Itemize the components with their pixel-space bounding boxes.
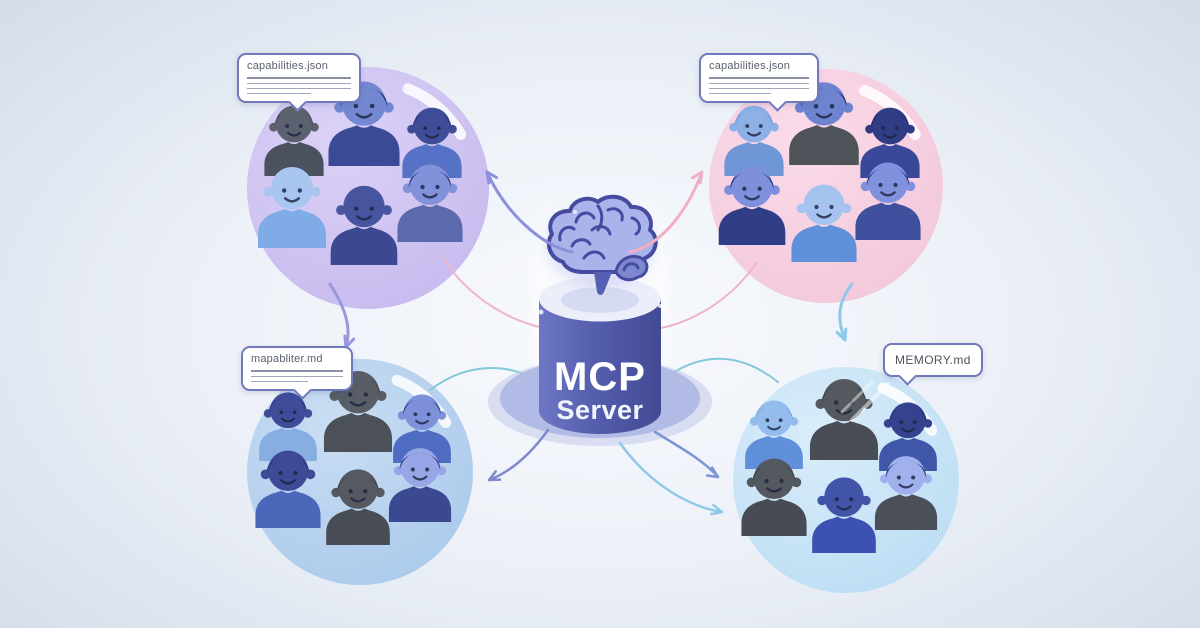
- bubble-top-right-label: capabilities.json: [709, 60, 791, 72]
- sparkle-dot: [573, 210, 577, 214]
- bubble-bottom-left: mapabliter.md: [241, 346, 353, 400]
- ruled-line: [247, 88, 351, 89]
- connector-arrow: [485, 170, 574, 254]
- agent-group-bottom-left: [247, 359, 473, 585]
- arrowhead: [691, 170, 704, 185]
- person-avatar: [397, 164, 463, 242]
- arrowhead: [485, 170, 499, 185]
- person-avatar: [791, 184, 857, 262]
- connector-arrow: [628, 170, 704, 254]
- agent-group-bottom-right: [733, 367, 959, 593]
- brain-icon: [546, 194, 658, 295]
- connector-arrow: [487, 428, 550, 482]
- person-avatar: [874, 456, 938, 530]
- arrowhead: [709, 503, 724, 516]
- streak-line: [840, 380, 874, 414]
- connector-arrow: [838, 282, 854, 342]
- person-avatar: [264, 105, 324, 176]
- connector-arrow: [618, 441, 724, 514]
- server-body: [539, 299, 661, 434]
- person-avatar: [388, 448, 452, 522]
- arrowhead: [705, 466, 720, 479]
- ruled-line: [251, 376, 343, 377]
- person-avatar: [855, 162, 921, 240]
- ruled-line: [251, 370, 343, 372]
- person-avatar: [741, 458, 807, 536]
- server-subtitle: Server: [556, 395, 643, 425]
- mcp-server-cylinder: MCP Server: [488, 194, 712, 446]
- server-top-inner: [561, 287, 639, 313]
- person-avatar: [330, 185, 398, 265]
- person-avatar: [259, 392, 317, 461]
- connector-arrow: [649, 261, 758, 331]
- streak-line: [850, 382, 890, 422]
- person-avatar: [724, 105, 784, 176]
- person-avatar: [326, 469, 390, 545]
- ruled-line: [709, 93, 771, 94]
- person-avatar: [255, 450, 321, 528]
- ruled-line: [709, 88, 809, 89]
- connector-arrow: [328, 282, 350, 349]
- server-title: MCP: [554, 355, 646, 399]
- bubble-bottom-right-label: MEMORY.md: [895, 353, 971, 367]
- ruled-line: [709, 77, 809, 79]
- person-avatar: [257, 167, 327, 248]
- ruled-line: [247, 83, 351, 84]
- connector-arrow: [653, 430, 720, 479]
- ruled-line: [247, 77, 351, 79]
- arrowhead: [487, 470, 502, 482]
- agent-group-top-right: [709, 69, 943, 303]
- sparkle-dot: [658, 304, 662, 308]
- arrowhead: [835, 327, 848, 342]
- bubble-bottom-left-label: mapabliter.md: [251, 353, 323, 365]
- person-avatar: [745, 400, 803, 469]
- gloss-highlight: [402, 83, 467, 140]
- bubble-bottom-right: MEMORY.md: [883, 343, 983, 386]
- agent-group-top-left: [247, 67, 489, 309]
- ruled-line: [709, 83, 809, 84]
- person-avatar: [812, 477, 876, 553]
- bubble-top-left-label: capabilities.json: [247, 60, 329, 72]
- ruled-line: [251, 381, 309, 382]
- person-avatar: [328, 81, 400, 166]
- person-avatar: [323, 371, 393, 452]
- sparkle-dot: [538, 309, 544, 315]
- ruled-line: [247, 93, 312, 94]
- bubble-top-right: capabilities.json: [699, 53, 819, 112]
- bubble-top-left: capabilities.json: [237, 53, 361, 112]
- person-avatar: [718, 165, 786, 245]
